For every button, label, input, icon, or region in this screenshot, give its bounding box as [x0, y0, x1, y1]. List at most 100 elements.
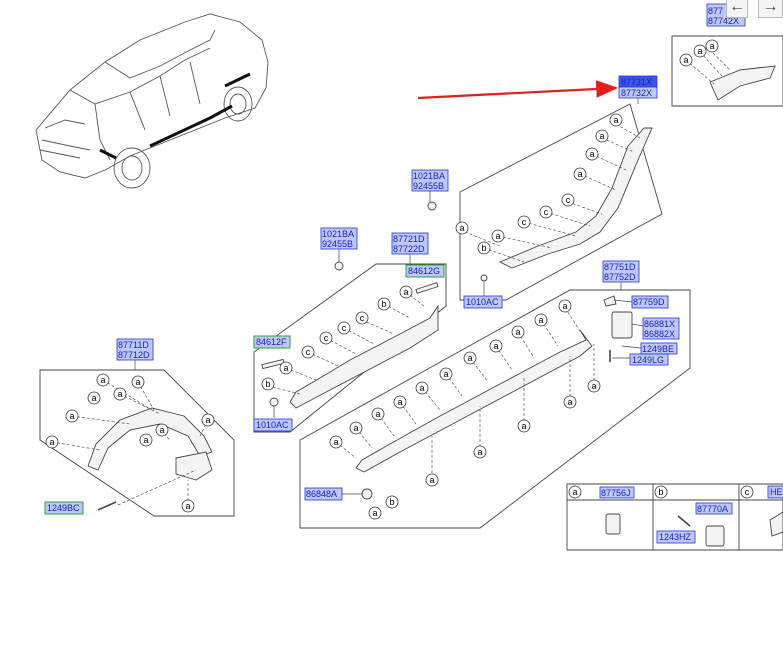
frame-legend	[566, 483, 783, 551]
label-87751d-87752d[interactable]: 87751D 87752D	[602, 260, 640, 283]
svg-text:a: a	[91, 393, 96, 403]
svg-text:84612G: 84612G	[408, 266, 440, 276]
callout-a: a	[87, 391, 101, 405]
arrow-left-icon: ←	[729, 0, 745, 15]
svg-text:a: a	[459, 223, 464, 233]
callout-a: a	[679, 53, 693, 67]
callout-a: a	[155, 423, 169, 437]
label-he-partial[interactable]: HE	[767, 485, 783, 499]
callout-a: a	[455, 221, 469, 235]
frame-rear-moulding	[459, 103, 663, 301]
svg-text:a: a	[185, 501, 190, 511]
svg-text:92455B: 92455B	[322, 239, 353, 249]
label-1021ba-92455b-lower[interactable]: 1021BA 92455B	[320, 227, 358, 250]
callout-a: a	[587, 379, 601, 393]
callout-a: a	[439, 367, 453, 381]
svg-text:a: a	[599, 131, 604, 141]
svg-text:87759D: 87759D	[633, 297, 665, 307]
prev-button[interactable]: ←	[726, 0, 748, 18]
svg-text:87751D: 87751D	[604, 262, 636, 272]
callout-a: a	[489, 339, 503, 353]
svg-text:a: a	[467, 353, 472, 363]
svg-text:1243HZ: 1243HZ	[659, 532, 692, 542]
callouts-front-door: a b c c c c a b	[261, 285, 413, 391]
callouts-top-right: a a a	[679, 39, 719, 67]
label-1249bc[interactable]: 1249BC	[44, 501, 84, 515]
label-87711d-87712d[interactable]: 87711D 87712D	[116, 338, 154, 361]
callout-b: b	[377, 297, 391, 311]
svg-text:c: c	[566, 195, 571, 205]
svg-text:a: a	[683, 55, 688, 65]
callout-a: a	[693, 44, 707, 58]
label-87759d[interactable]: 87759D	[631, 295, 669, 309]
label-87732x[interactable]: 87732X	[618, 86, 658, 99]
svg-text:c: c	[324, 333, 329, 343]
callout-a: a	[113, 387, 127, 401]
callout-a: a	[279, 361, 293, 375]
svg-text:1010AC: 1010AC	[256, 420, 289, 430]
callout-a: a	[415, 381, 429, 395]
svg-text:86881X: 86881X	[644, 319, 675, 329]
legend-key-c: c	[740, 485, 754, 499]
svg-text:a: a	[429, 475, 434, 485]
callout-a: a	[585, 147, 599, 161]
label-1249lg[interactable]: 1249LG	[629, 353, 669, 366]
side-sill-moulding	[355, 329, 593, 473]
label-87731x[interactable]: 87731X	[618, 75, 658, 88]
svg-text:b: b	[381, 299, 386, 309]
callout-a: a	[371, 407, 385, 421]
legend-key-b: b	[654, 485, 668, 499]
svg-text:b: b	[265, 379, 270, 389]
svg-text:a: a	[49, 437, 54, 447]
svg-text:c: c	[544, 207, 549, 217]
label-87721d-87722d[interactable]: 87721D 87722D	[391, 232, 429, 255]
svg-text:a: a	[69, 411, 74, 421]
frame-side-sill	[299, 289, 691, 529]
label-1010ac-upper[interactable]: 1010AC	[463, 295, 503, 309]
callout-c: c	[319, 331, 333, 345]
callout-a: a	[65, 409, 79, 423]
label-1249be[interactable]: 1249BE	[640, 342, 678, 355]
callout-a: a	[131, 375, 145, 389]
svg-text:c: c	[745, 487, 750, 497]
label-86848a[interactable]: 86848A	[304, 487, 343, 501]
next-button[interactable]: →	[758, 0, 783, 18]
svg-text:c: c	[306, 347, 311, 357]
callout-c: c	[355, 311, 369, 325]
part-labels: 877 87742X 87731X 87732X 1021BA 92455B 1…	[44, 3, 783, 544]
callout-a: a	[463, 351, 477, 365]
front-door-moulding	[289, 304, 439, 409]
svg-text:86882X: 86882X	[644, 329, 675, 339]
callout-a: a	[368, 506, 382, 520]
label-84612f[interactable]: 84612F	[253, 335, 291, 349]
callouts-wheel-arch: a a a a a a a a a a	[45, 373, 215, 513]
label-87756j[interactable]: 87756J	[599, 486, 635, 499]
svg-text:a: a	[283, 363, 288, 373]
svg-text:c: c	[342, 323, 347, 333]
svg-text:1249BC: 1249BC	[47, 503, 80, 513]
callout-a: a	[473, 445, 487, 459]
svg-text:a: a	[538, 315, 543, 325]
svg-text:87742X: 87742X	[708, 16, 739, 26]
callout-a: a	[399, 285, 413, 299]
svg-text:87711D: 87711D	[118, 340, 149, 350]
label-1243hz[interactable]: 1243HZ	[656, 530, 696, 544]
label-1021ba-92455b-upper[interactable]: 1021BA 92455B	[411, 169, 449, 192]
svg-text:a: a	[375, 409, 380, 419]
svg-text:a: a	[562, 301, 567, 311]
label-84612g[interactable]: 84612G	[405, 264, 445, 278]
pointer-arrow	[417, 80, 619, 100]
svg-text:a: a	[477, 447, 482, 457]
svg-text:a: a	[372, 508, 377, 518]
label-87770a[interactable]: 87770A	[695, 502, 733, 515]
svg-text:a: a	[493, 341, 498, 351]
svg-text:a: a	[159, 425, 164, 435]
callout-a: a	[609, 113, 623, 127]
label-86881x-86882x[interactable]: 86881X 86882X	[642, 317, 680, 340]
svg-text:a: a	[589, 149, 594, 159]
svg-text:84612F: 84612F	[256, 337, 287, 347]
callout-a: a	[511, 325, 525, 339]
label-1010ac-lower[interactable]: 1010AC	[253, 418, 293, 432]
callout-a: a	[329, 435, 343, 449]
svg-text:87731X: 87731X	[621, 77, 652, 87]
